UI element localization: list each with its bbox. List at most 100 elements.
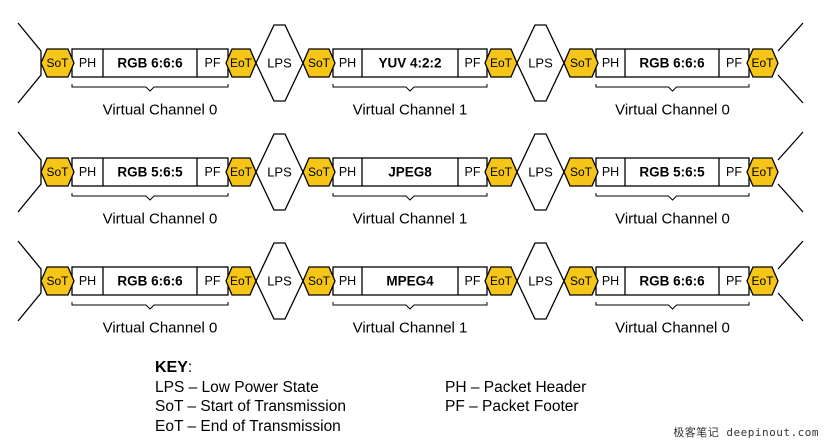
eot-marker [225, 266, 257, 296]
eot-label: EoT [230, 165, 253, 179]
packet-footer-label: PF [205, 274, 221, 288]
key-ph-definition: PH – Packet Header [445, 378, 587, 396]
sot-marker [40, 48, 75, 78]
payload-label: JPEG8 [388, 165, 432, 180]
sot-label: SoT [308, 274, 331, 288]
virtual-channel-label: Virtual Channel 0 [615, 102, 730, 119]
packet-footer-label: PF [465, 56, 481, 70]
lps-label: LPS [528, 274, 553, 289]
eot-marker [746, 266, 779, 296]
packet-header-label: PH [602, 165, 619, 179]
virtual-channel-label: Virtual Channel 0 [615, 211, 730, 228]
channel-brace [332, 193, 488, 201]
payload-label: YUV 4:2:2 [378, 56, 441, 71]
packet-header-label: PH [79, 274, 96, 288]
key-sot-definition: SoT – Start of Transmission [155, 398, 346, 415]
sot-marker [40, 266, 75, 296]
key-legend: KEY: LPS – Low Power State SoT – Start o… [155, 358, 655, 438]
virtual-channel-label: Virtual Channel 0 [103, 102, 218, 119]
lps-label: LPS [267, 56, 292, 71]
eot-marker [484, 48, 518, 78]
packet-footer-label: PF [726, 165, 742, 179]
channel-brace [332, 302, 488, 310]
eot-marker [225, 157, 257, 187]
watermark: 极客笔记 deepinout.com [673, 426, 819, 439]
lps-label: LPS [528, 165, 553, 180]
eot-label: EoT [490, 56, 513, 70]
payload-label: RGB 5:6:5 [639, 165, 705, 180]
eot-label: EoT [751, 274, 774, 288]
packet-header-label: PH [79, 165, 96, 179]
lane-edge-right-bottom [777, 74, 804, 104]
eot-label: EoT [751, 56, 774, 70]
channel-brace [71, 193, 229, 201]
eot-label: EoT [490, 165, 513, 179]
key-title: KEY: [155, 359, 193, 376]
sot-label: SoT [46, 274, 69, 288]
payload-label: RGB 6:6:6 [117, 274, 183, 289]
packet-footer-label: PF [726, 274, 742, 288]
eot-label: EoT [230, 56, 253, 70]
packet-footer-label: PF [205, 165, 221, 179]
sot-label: SoT [308, 165, 331, 179]
lane-edge-right-bottom [777, 292, 804, 322]
packet-header-label: PH [602, 274, 619, 288]
eot-marker [484, 157, 518, 187]
packet-box [332, 266, 488, 296]
eot-label: EoT [490, 274, 513, 288]
channel-brace [595, 302, 750, 310]
sot-label: SoT [570, 56, 593, 70]
sot-marker [40, 157, 75, 187]
key-pf-definition: PF – Packet Footer [445, 398, 579, 415]
channel-brace [71, 84, 229, 92]
virtual-channel-label: Virtual Channel 0 [103, 320, 218, 337]
payload-label: MPEG4 [386, 274, 434, 289]
packet-header-label: PH [79, 56, 96, 70]
key-eot-definition: EoT – End of Transmission [155, 417, 341, 435]
eot-marker [746, 48, 779, 78]
packet-footer-label: PF [465, 165, 481, 179]
lane-edge-left-bottom [17, 281, 42, 322]
lps-label: LPS [267, 165, 292, 180]
sot-label: SoT [46, 56, 69, 70]
sot-label: SoT [570, 274, 593, 288]
eot-marker [484, 266, 518, 296]
virtual-channel-label: Virtual Channel 0 [103, 211, 218, 228]
sot-marker [302, 48, 336, 78]
lane-edge-right-top [777, 240, 804, 270]
sot-marker [563, 157, 599, 187]
virtual-channel-label: Virtual Channel 1 [353, 211, 468, 228]
packet-footer-label: PF [726, 56, 742, 70]
eot-marker [225, 48, 257, 78]
channel-brace [71, 302, 229, 310]
packet-box [595, 266, 750, 296]
eot-marker [746, 157, 779, 187]
eot-label: EoT [751, 165, 774, 179]
channel-brace [332, 84, 488, 92]
key-lps-definition: LPS – Low Power State [155, 378, 319, 396]
channel-brace [595, 84, 750, 92]
lane-edge-right-top [777, 131, 804, 161]
lane-edge-left-bottom [17, 63, 42, 104]
packet-header-label: PH [339, 56, 356, 70]
lane-edge-left-top [17, 240, 42, 281]
lane-edge-right-top [777, 22, 804, 52]
lps-label: LPS [528, 56, 553, 71]
lane-edge-left-top [17, 22, 42, 63]
payload-label: RGB 5:6:5 [117, 165, 183, 180]
virtual-channel-label: Virtual Channel 0 [615, 320, 730, 337]
packet-footer-label: PF [205, 56, 221, 70]
lane-edge-left-bottom [17, 172, 42, 213]
sot-label: SoT [46, 165, 69, 179]
sot-label: SoT [570, 165, 593, 179]
payload-label: RGB 6:6:6 [117, 56, 183, 71]
packet-box [71, 157, 229, 187]
virtual-channel-label: Virtual Channel 1 [353, 320, 468, 337]
payload-label: RGB 6:6:6 [639, 274, 705, 289]
sot-marker [302, 266, 336, 296]
eot-label: EoT [230, 274, 253, 288]
sot-marker [302, 157, 336, 187]
packet-header-label: PH [602, 56, 619, 70]
sot-marker [563, 266, 599, 296]
